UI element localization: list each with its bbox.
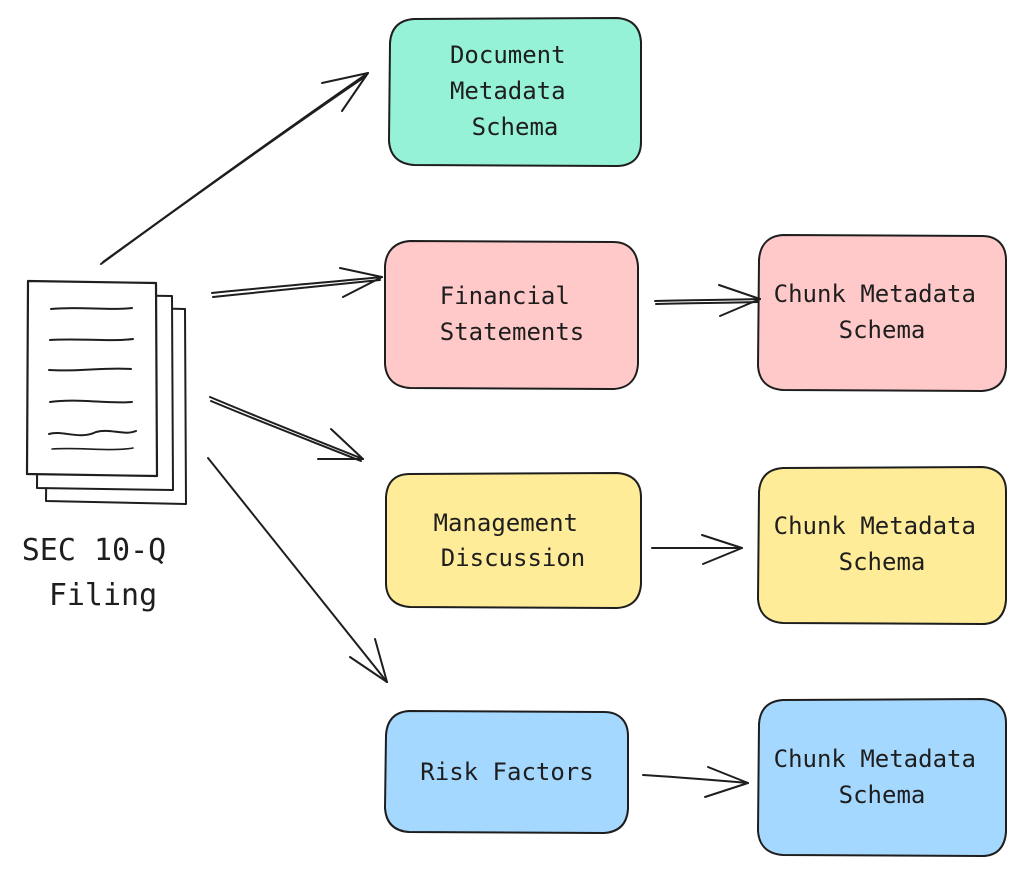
- document-stack-icon: [25, 279, 187, 505]
- risk-factors-box-shape: [384, 710, 629, 834]
- financial-statements-box[interactable]: Financial Statements: [384, 240, 639, 390]
- arrow-financial-to-chunk: [654, 284, 761, 317]
- arrow-management-to-chunk: [651, 534, 743, 565]
- chunk-metadata-schema-box-management[interactable]: Chunk Metadata Schema: [757, 466, 1007, 625]
- document-metadata-label: Document Metadata Schema: [450, 41, 580, 141]
- chunk-metadata-schema-box-risk[interactable]: Chunk Metadata Schema: [757, 698, 1007, 857]
- arrow-to-document-metadata: [100, 72, 369, 265]
- arrow-to-risk-factors: [207, 457, 388, 683]
- chunk-box-shape: [757, 698, 1007, 857]
- chunk-box-shape: [757, 466, 1007, 625]
- source-label-line: SEC 10-Q: [22, 533, 167, 568]
- arrow-risk-to-chunk: [642, 766, 749, 798]
- risk-factors-box[interactable]: Risk Factors: [384, 710, 629, 834]
- risk-factors-label: Risk Factors: [420, 758, 593, 786]
- chunk-box-shape: [757, 234, 1007, 392]
- management-discussion-box-shape: [385, 472, 642, 609]
- chunk-metadata-schema-box-financial[interactable]: Chunk Metadata Schema: [757, 234, 1007, 392]
- source-label: SEC 10-Q Filing: [22, 533, 185, 613]
- document-metadata-schema-box[interactable]: Document Metadata Schema: [388, 17, 642, 167]
- arrow-to-management-discussion: [209, 396, 364, 462]
- chunk-metadata-label: Chunk Metadata Schema: [774, 745, 991, 809]
- document-metadata-box-shape: [388, 17, 642, 167]
- financial-statements-box-shape: [384, 240, 639, 390]
- chunk-metadata-label: Chunk Metadata Schema: [774, 512, 991, 576]
- management-discussion-label: Management Discussion: [434, 509, 593, 572]
- chunk-metadata-label: Chunk Metadata Schema: [774, 280, 991, 344]
- arrow-to-financial-statements: [211, 267, 383, 298]
- financial-statements-label: Financial Statements: [440, 282, 585, 346]
- source-label-line: Filing: [49, 578, 157, 613]
- management-discussion-box[interactable]: Management Discussion: [385, 472, 642, 609]
